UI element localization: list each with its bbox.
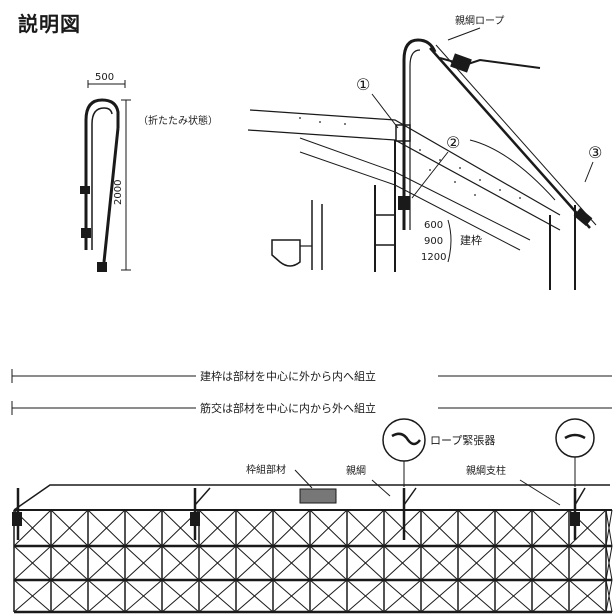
height-1200: 1200 bbox=[421, 252, 446, 263]
rule-2: 筋交は部材を中心に内から外へ組立 bbox=[200, 401, 376, 415]
height-600: 600 bbox=[424, 220, 443, 231]
dim-width: 500 bbox=[95, 72, 114, 83]
page-title: 説明図 bbox=[18, 12, 81, 36]
marker-2: ② bbox=[446, 133, 460, 152]
installed-post-figure: 親綱ロープ ① ② ③ 600 900 1200 建枠 bbox=[247, 14, 602, 290]
marker-1: ① bbox=[356, 75, 370, 94]
tensioner-label: ロープ緊張器 bbox=[430, 434, 495, 447]
height-900: 900 bbox=[424, 236, 443, 247]
elevation-figure: 建枠は部材を中心に外から内へ組立 筋交は部材を中心に内から外へ組立 ロープ緊張器… bbox=[11, 369, 613, 614]
folded-label: （折たたみ状態） bbox=[138, 114, 218, 127]
rope-label: 親綱ロープ bbox=[455, 14, 504, 27]
rope-short-label: 親綱 bbox=[346, 464, 366, 477]
marker-3: ③ bbox=[588, 143, 602, 162]
folded-post-figure: 500 2000 （折たたみ状態） bbox=[80, 72, 218, 272]
dim-height: 2000 bbox=[113, 180, 124, 205]
post-label: 親綱支柱 bbox=[466, 464, 506, 477]
rule-1: 建枠は部材を中心に外から内へ組立 bbox=[200, 369, 376, 383]
frame-label: 建枠 bbox=[460, 233, 482, 247]
frame-member-label: 枠組部材 bbox=[246, 463, 286, 476]
post-detail-icon bbox=[555, 418, 595, 458]
